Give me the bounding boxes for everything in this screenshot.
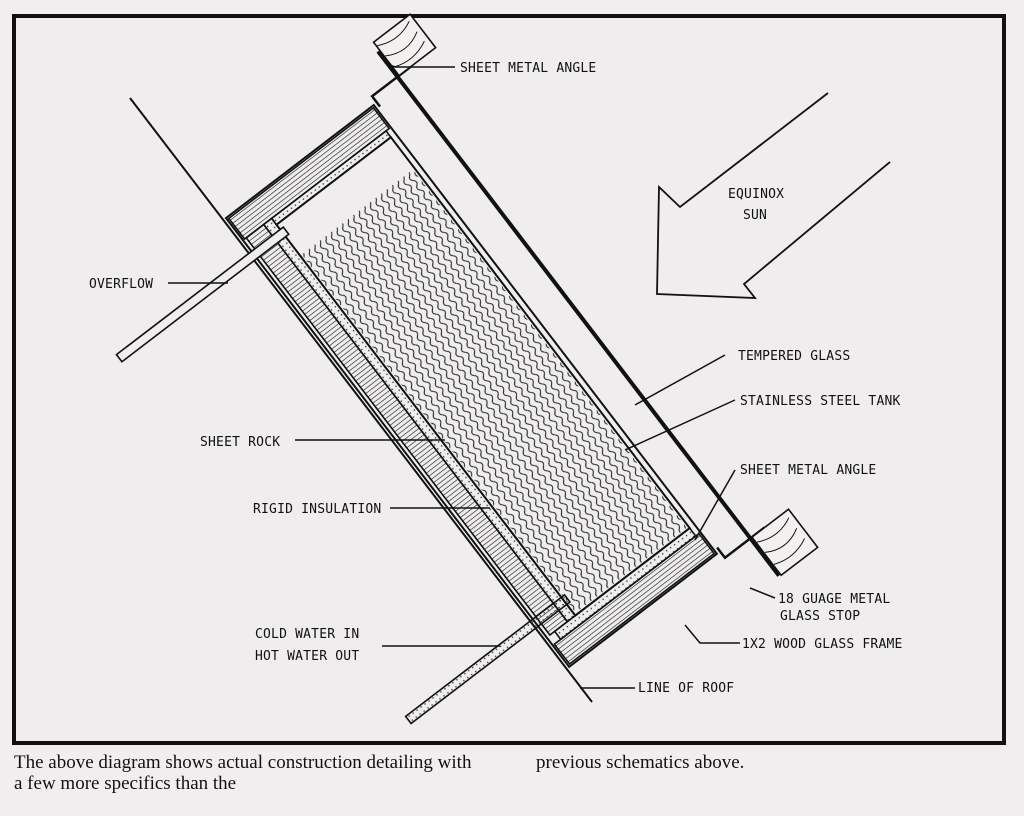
label-glass-stop-2: GLASS STOP [780, 609, 860, 624]
wood-grain-top [377, 21, 425, 68]
label-wood-glass-frame: 1X2 WOOD GLASS FRAME [742, 637, 903, 652]
roof-line [129, 97, 593, 703]
wood-grain-bottom [756, 517, 806, 565]
equinox-sun-arrow [656, 92, 891, 299]
label-rigid-insulation: RIGID INSULATION [253, 502, 381, 517]
label-sheet-metal-angle-bottom: SHEET METAL ANGLE [740, 463, 876, 478]
stainless-steel-tank [275, 135, 692, 617]
tempered-glass [376, 50, 781, 577]
label-equinox: EQUINOX [728, 187, 784, 202]
wood-glass-frame-bottom [750, 508, 819, 577]
label-hot-water-out: HOT WATER OUT [255, 649, 359, 664]
water-pipe [404, 593, 572, 725]
label-sheet-rock: SHEET ROCK [200, 435, 280, 450]
label-overflow: OVERFLOW [89, 277, 153, 292]
label-cold-water-in: COLD WATER IN [255, 627, 359, 642]
label-sun: SUN [743, 208, 767, 223]
label-glass-stop-1: 18 GUAGE METAL [778, 592, 890, 607]
label-stainless-steel-tank: STAINLESS STEEL TANK [740, 394, 901, 409]
caption-left: The above diagram shows actual construct… [14, 752, 472, 794]
label-tempered-glass: TEMPERED GLASS [738, 349, 850, 364]
leader-lines [168, 62, 776, 689]
caption-right: previous schematics above. [536, 752, 745, 773]
label-line-of-roof: LINE OF ROOF [638, 681, 734, 696]
tank-enclosure [224, 103, 719, 669]
label-sheet-metal-angle-top: SHEET METAL ANGLE [460, 61, 596, 76]
overflow-pipe [115, 225, 290, 363]
wood-glass-frame-top [372, 13, 437, 77]
water [301, 169, 687, 613]
